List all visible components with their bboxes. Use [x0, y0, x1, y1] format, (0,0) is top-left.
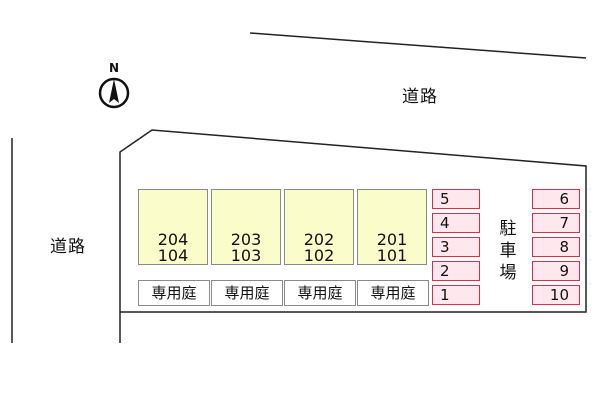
parking-space: 2 [432, 261, 480, 281]
unit-201-101: 201 101 [357, 189, 427, 265]
parking-space: 10 [532, 285, 580, 305]
private-garden: 専用庭 [138, 280, 210, 306]
private-garden: 専用庭 [284, 280, 356, 306]
parking-label-char: 車 [499, 241, 517, 261]
unit-203-103: 203 103 [211, 189, 281, 265]
unit-number-upper: 204 [157, 230, 189, 249]
road-label-north: 道路 [402, 87, 438, 107]
parking-space: 9 [532, 261, 580, 281]
unit-number-lower: 102 [303, 246, 335, 265]
parking-space: 7 [532, 213, 580, 233]
unit-number-upper: 202 [303, 230, 335, 249]
parking-space: 1 [432, 285, 480, 305]
road-label-west: 道路 [50, 237, 86, 257]
site-boundary [119, 129, 587, 343]
parking-space: 5 [432, 189, 480, 209]
private-garden: 専用庭 [211, 280, 283, 306]
parking-space: 6 [532, 189, 580, 209]
unit-number-lower: 101 [376, 246, 408, 265]
unit-202-102: 202 102 [284, 189, 354, 265]
north-road-edge [249, 32, 587, 59]
unit-number-upper: 203 [230, 230, 262, 249]
parking-space: 3 [432, 237, 480, 257]
unit-number-lower: 104 [157, 246, 189, 265]
parking-space: 4 [432, 213, 480, 233]
parking-space: 8 [532, 237, 580, 257]
compass: N [92, 62, 136, 112]
north-arrow-icon [98, 77, 130, 109]
unit-204-104: 204 104 [138, 189, 208, 265]
parking-label-char: 駐 [499, 219, 517, 239]
unit-number-upper: 201 [376, 230, 408, 249]
unit-number-lower: 103 [230, 246, 262, 265]
parking-label-char: 場 [499, 263, 517, 283]
private-garden: 専用庭 [357, 280, 429, 306]
compass-label: N [108, 61, 120, 75]
